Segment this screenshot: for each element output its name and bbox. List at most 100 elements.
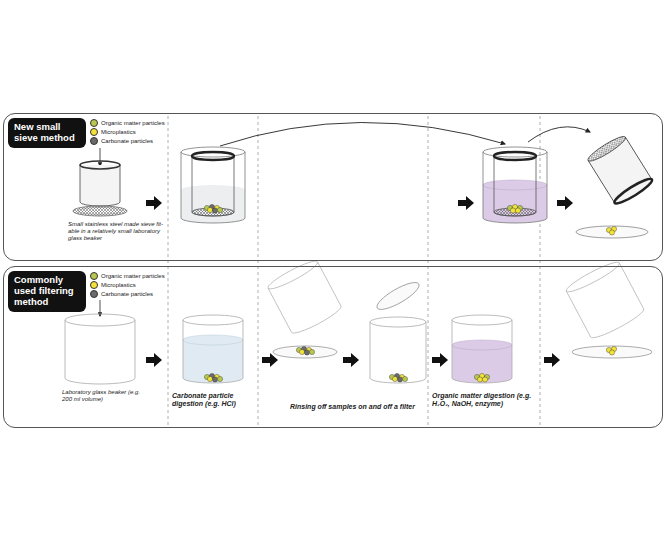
beaker-digestion: [474, 373, 489, 382]
rinse-beaker: [370, 317, 426, 383]
legend-entry: Microplastics: [90, 281, 136, 289]
small-sieve: [73, 206, 127, 216]
step-arrow: [262, 353, 278, 367]
petri-dish: [606, 226, 616, 235]
beaker-digestion: [452, 340, 512, 383]
legend-entry: Carbonate particles: [90, 137, 153, 145]
beaker-with-sieve: [204, 204, 222, 213]
petri-dish: [576, 226, 648, 238]
legend-swatch: [90, 272, 98, 280]
legend-swatch: [90, 119, 98, 127]
beaker-digestion: [483, 180, 547, 190]
step-arrow: [458, 196, 474, 210]
tilted-sieve: [586, 133, 655, 206]
beaker-digestion: [507, 204, 522, 213]
step-divider: [168, 116, 540, 426]
step-caption: Carbonate particle digestion (e.g. HCl): [172, 392, 256, 408]
sample-drop-arrow: [100, 148, 101, 166]
part-caption: Small stainless steel made sieve fit-abl…: [68, 221, 164, 242]
beaker-with-sieve: [192, 152, 234, 160]
transfer-arrow: [220, 122, 505, 146]
step-caption: Organic matter digestion (e.g. H₂O₂, NaO…: [432, 392, 538, 408]
step-arrow: [458, 196, 474, 210]
filter: [606, 346, 616, 355]
legend-entry: Organic matter particles: [90, 272, 165, 280]
legend-swatch: [90, 128, 98, 136]
beaker-hcl: [183, 315, 243, 383]
beaker-hcl: [183, 335, 243, 345]
filter: [273, 346, 337, 358]
beaker-hcl: [204, 373, 222, 382]
step-arrow: [146, 196, 162, 210]
step-arrow: [146, 353, 162, 367]
filter: [273, 346, 337, 358]
petri-dish: [576, 226, 648, 238]
filter: [296, 346, 314, 355]
step-divider: [168, 116, 169, 426]
step-arrow: [557, 196, 573, 210]
step-arrow: [146, 353, 162, 367]
rinse-beaker: [370, 317, 426, 327]
legend-swatch: [90, 137, 98, 145]
tilted-sieve: [612, 176, 654, 207]
lift-arrow: [528, 127, 590, 142]
beaker-digestion: [494, 156, 536, 216]
legend-entry: Microplastics: [90, 128, 136, 136]
small-sieve: [73, 161, 127, 216]
legend-text: Carbonate particles: [101, 291, 153, 297]
method-heading: Commonly used filtering method: [8, 271, 86, 312]
step-caption: Rinsing off samples on and off a filter: [290, 403, 424, 411]
step-arrow: [146, 196, 162, 210]
legend-swatch: [90, 281, 98, 289]
beaker-hcl: [183, 320, 243, 383]
beaker-with-sieve: [181, 152, 245, 223]
tilted-sieve: [588, 137, 654, 207]
tilted-beaker: [564, 259, 646, 342]
sample-drop-arrow: [100, 148, 101, 166]
rinse-beaker: [370, 322, 426, 383]
beaker-with-sieve: [192, 156, 234, 216]
tilted-beaker: [564, 259, 622, 296]
step-divider: [428, 116, 429, 426]
step-arrow: [544, 353, 560, 367]
small-sieve: [80, 161, 120, 169]
legend-text: Microplastics: [101, 282, 136, 288]
transfer-arrow: [220, 122, 505, 146]
tilted-filter: [374, 278, 423, 314]
beaker-digestion: [452, 340, 512, 350]
tilted-beaker: [266, 257, 344, 336]
beaker-digestion: [483, 147, 547, 223]
beaker-digestion: [452, 315, 512, 383]
step-arrow: [432, 353, 448, 367]
step-divider: [540, 116, 541, 426]
glass-beaker: [65, 320, 135, 384]
legend-text: Microplastics: [101, 129, 136, 135]
rinse-beaker: [389, 373, 407, 382]
legend-text: Carbonate particles: [101, 138, 153, 144]
beaker-hcl: [183, 315, 243, 325]
legend-entry: Organic matter particles: [90, 119, 165, 127]
small-sieve: [78, 208, 122, 215]
beaker-hcl: [183, 335, 243, 383]
step-arrow: [343, 353, 359, 367]
lift-arrow: [528, 127, 590, 142]
beaker-digestion: [494, 152, 536, 160]
glass-beaker: [65, 314, 135, 384]
step-divider: [258, 116, 259, 426]
beaker-with-sieve: [181, 185, 245, 223]
step-arrow: [557, 196, 573, 210]
beaker-with-sieve: [181, 147, 245, 223]
step-arrow: [262, 353, 278, 367]
tilted-sieve: [586, 133, 628, 164]
small-sieve: [80, 165, 120, 206]
filter: [572, 346, 652, 358]
step-arrow: [432, 353, 448, 367]
beaker-digestion: [452, 320, 512, 383]
filter: [572, 346, 652, 358]
step-arrow: [343, 353, 359, 367]
beaker-digestion: [452, 315, 512, 325]
legend-swatch: [90, 290, 98, 298]
glass-beaker: [65, 314, 135, 326]
